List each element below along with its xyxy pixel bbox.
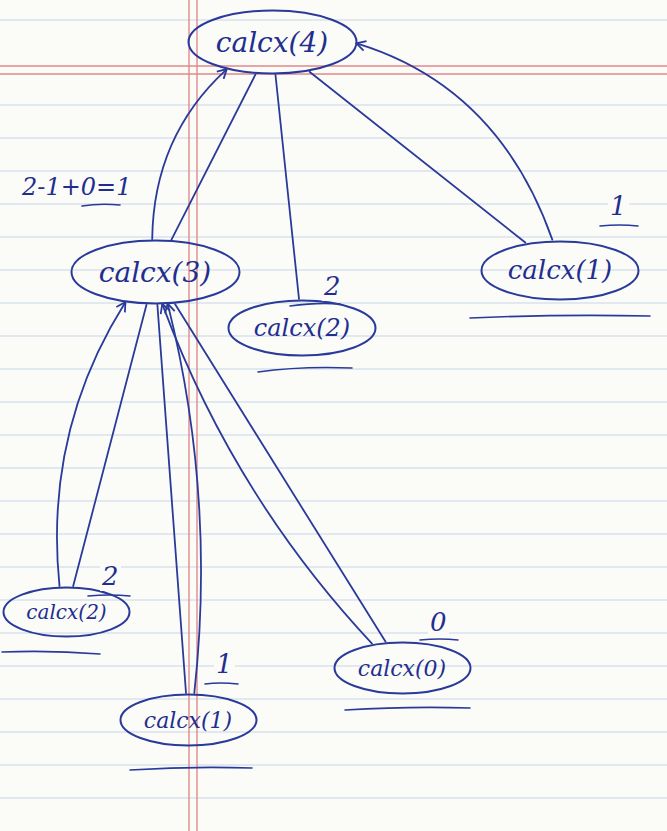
call-ellipse: calcx(0) xyxy=(333,641,472,695)
call-line xyxy=(276,75,300,299)
return-arrow xyxy=(152,70,226,239)
ink-underlines xyxy=(2,204,650,770)
call-ellipse: calcx(1) xyxy=(480,240,640,301)
return-value: 2 xyxy=(322,272,343,301)
call-text: calcx(0) xyxy=(358,656,446,681)
return-value: 1 xyxy=(608,192,629,221)
ruled-lines xyxy=(0,20,667,798)
call-ellipse: calcx(4) xyxy=(187,9,358,75)
call-line xyxy=(172,74,256,239)
return-value: 1 xyxy=(214,650,235,679)
call-text: calcx(4) xyxy=(216,26,328,59)
call-ellipse: calcx(1) xyxy=(119,693,258,747)
return-arrow xyxy=(168,305,201,693)
return-arrow xyxy=(357,44,552,240)
call-ellipse: calcx(3) xyxy=(70,239,241,305)
call-text: calcx(1) xyxy=(144,708,232,733)
call-ellipse: calcx(2) xyxy=(227,299,377,357)
return-arrow xyxy=(57,303,125,586)
call-line xyxy=(310,72,526,243)
call-ellipse: calcx(2) xyxy=(2,586,131,638)
call-text: calcx(1) xyxy=(508,255,612,285)
return-arrow xyxy=(163,305,372,644)
call-text: calcx(2) xyxy=(254,314,350,342)
return-value: 2-1+0=1 xyxy=(20,174,133,200)
return-value: 0 xyxy=(428,608,449,637)
return-value: 2 xyxy=(100,562,121,591)
call-text: calcx(2) xyxy=(26,600,106,624)
call-line xyxy=(73,305,146,586)
call-text: calcx(3) xyxy=(99,256,211,289)
